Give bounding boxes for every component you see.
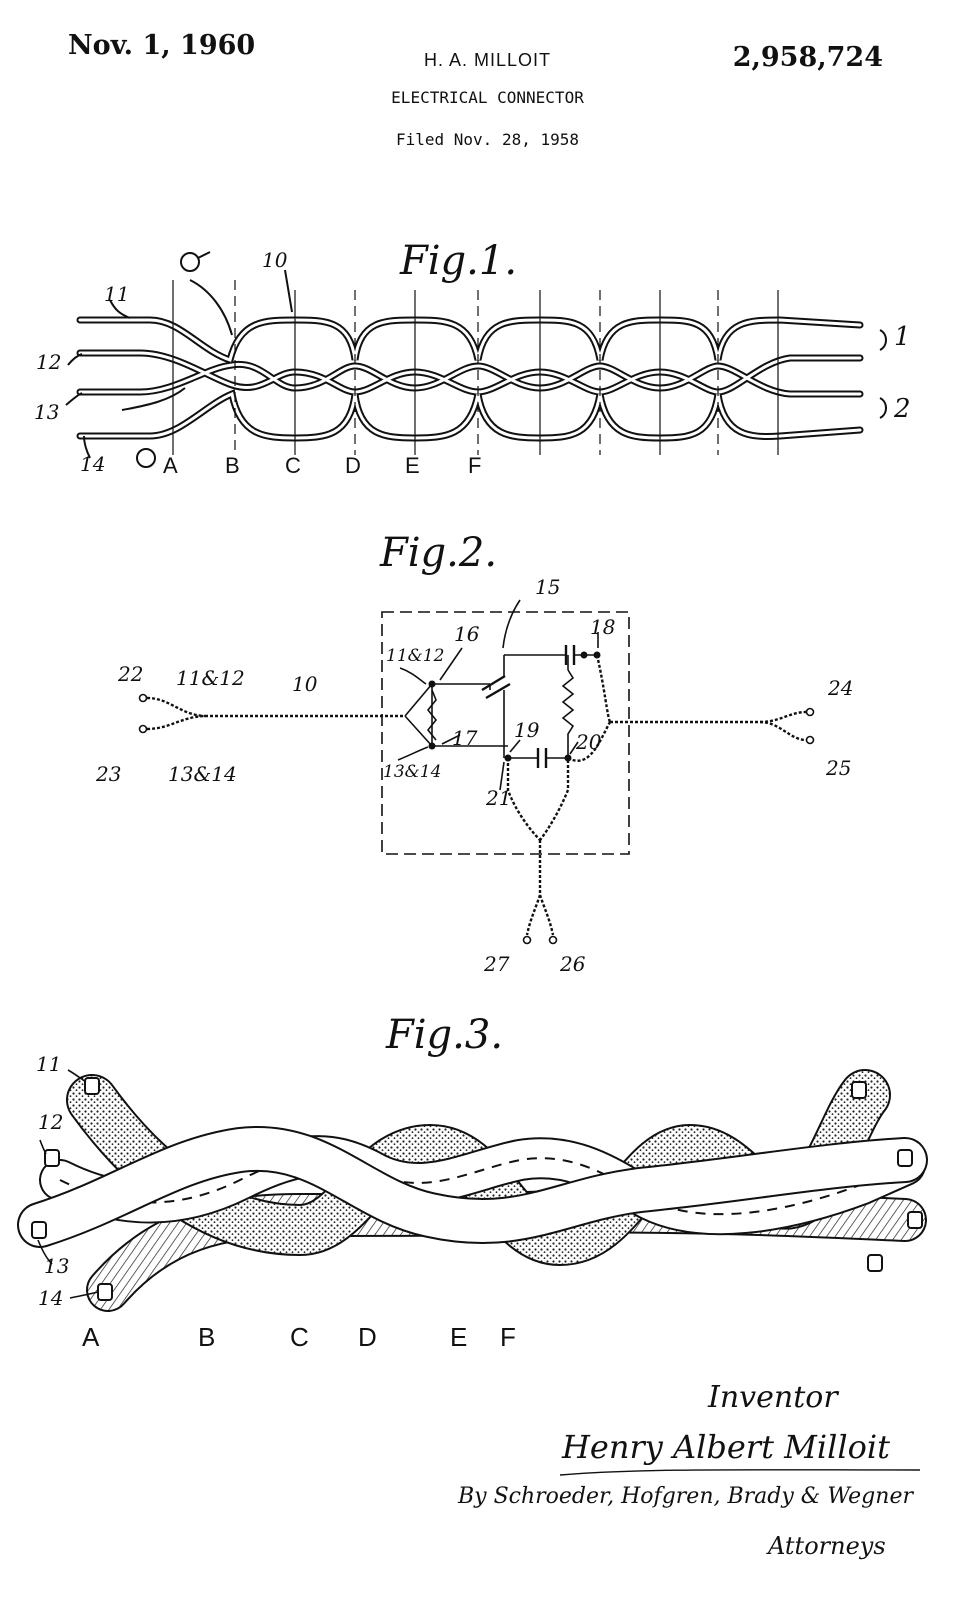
signature-inventor-name: Henry Albert Milloit <box>562 1428 890 1466</box>
fig1-ref-13: 13 <box>34 400 60 424</box>
fig2-ref-13a14-left: 13&14 <box>168 762 237 786</box>
fig1-ref-12: 12 <box>36 350 62 374</box>
fig2-ref-21: 21 <box>486 786 512 810</box>
fig2-ref-16: 16 <box>454 622 480 646</box>
fig3-ref-13: 13 <box>44 1254 70 1278</box>
fig3-ref-12: 12 <box>38 1110 64 1134</box>
fig2-ref-22: 22 <box>118 662 144 686</box>
fig2-ref-24: 24 <box>828 676 854 700</box>
signature-attorneys-by: By Schroeder, Hofgren, Brady & Wegner <box>458 1484 913 1509</box>
filed-date: Filed Nov. 28, 1958 <box>395 130 580 149</box>
fig2-label: Fig.2. <box>380 530 498 576</box>
fig2-ref-25: 25 <box>826 756 852 780</box>
fig2-ref-10: 10 <box>292 672 318 696</box>
fig2-ref-17: 17 <box>452 726 478 750</box>
fig2-ref-23: 23 <box>96 762 122 786</box>
fig2-ref-27: 27 <box>484 952 510 976</box>
fig3-position-b: B <box>198 1322 216 1352</box>
signature-attorneys-label: Attorneys <box>768 1532 886 1560</box>
inventor-header: H. A. MILLOIT <box>423 50 552 70</box>
fig3-position-f: F <box>500 1322 516 1352</box>
fig2-ref-20: 20 <box>576 730 602 754</box>
fig2-ref-11a12-left: 11&12 <box>176 666 245 690</box>
fig2-ref-18: 18 <box>590 615 616 639</box>
fig3-label: Fig.3. <box>386 1012 504 1058</box>
fig3-position-c: C <box>290 1322 309 1352</box>
fig3-position-d: D <box>358 1322 377 1352</box>
fig1-position-e: E <box>405 453 420 478</box>
fig1-label: Fig.1. <box>400 238 518 284</box>
fig1-ref-14: 14 <box>80 452 106 476</box>
fig3-ref-11: 11 <box>36 1052 62 1076</box>
fig2-ref-11a12-box: 11&12 <box>386 646 445 666</box>
fig2-ref-15: 15 <box>535 575 561 599</box>
fig3-position-e: E <box>450 1322 468 1352</box>
fig1-position-d: D <box>345 453 361 478</box>
fig2-ref-26: 26 <box>560 952 586 976</box>
fig2-ref-13a14-box: 13&14 <box>383 762 442 782</box>
fig1-ref-11: 11 <box>104 282 130 306</box>
fig1-pair-1: 1 <box>894 322 911 352</box>
fig1-position-b: B <box>225 453 240 478</box>
signature-heading: Inventor <box>708 1380 838 1415</box>
patent-title: ELECTRICAL CONNECTOR <box>391 88 584 107</box>
fig1-pair-2: 2 <box>894 394 911 424</box>
patent-date: Nov. 1, 1960 <box>68 30 256 61</box>
fig1-position-c: C <box>285 453 301 478</box>
fig3-ref-14: 14 <box>38 1286 64 1310</box>
patent-number: 2,958,724 <box>732 42 883 73</box>
fig3-position-a: A <box>82 1322 100 1352</box>
fig1-position-a: A <box>163 453 178 478</box>
fig1-position-f: F <box>468 453 482 478</box>
fig1-ref-10: 10 <box>262 248 288 272</box>
fig2-ref-19: 19 <box>514 718 540 742</box>
